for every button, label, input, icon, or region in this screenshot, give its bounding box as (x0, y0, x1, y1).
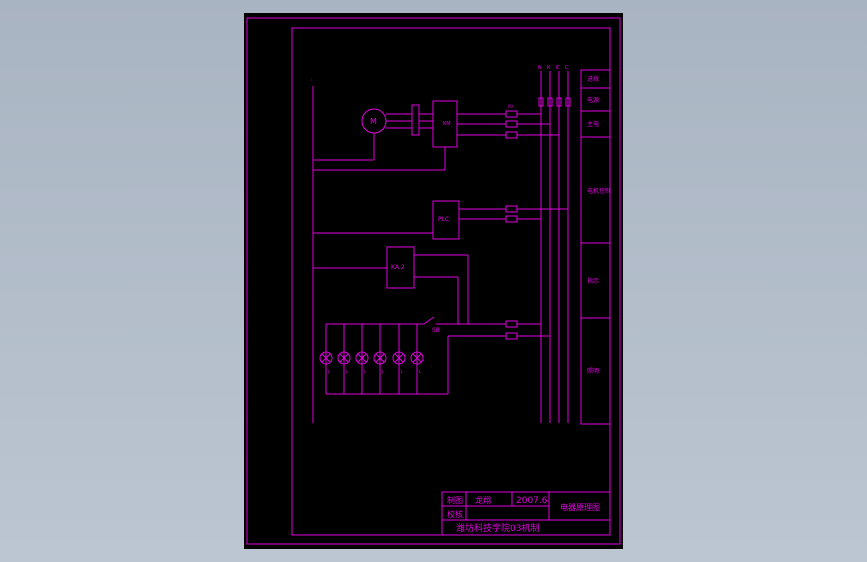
lamp-3: L (355, 324, 369, 394)
relay-label: KA 2 (391, 264, 405, 271)
checked-label: 校核 (447, 509, 463, 519)
lamp-label: L (346, 369, 349, 374)
drawn-label: 制图 (447, 495, 463, 505)
thermal-relay (411, 104, 420, 136)
lamp-label: L (419, 369, 422, 374)
plc-box (432, 200, 460, 240)
bus-label-1: N (538, 65, 542, 71)
relay-section: KA 2 (313, 246, 469, 324)
bus-label-3: K (556, 65, 560, 71)
plc-label: PLC (438, 216, 449, 223)
fuse (505, 110, 518, 118)
lamp-6: L (410, 324, 424, 394)
lamp-section: L L L L L L (319, 324, 448, 395)
column-cell-2: 电源 (587, 96, 599, 104)
motor-label: M (370, 117, 377, 126)
lamp-4: L (373, 324, 387, 394)
plc-section: PLC (313, 200, 568, 240)
svg-text:KM: KM (443, 121, 451, 127)
motor-section: M KM FU (313, 100, 559, 171)
lamp-2: L (337, 324, 351, 394)
lamp-5: L (392, 324, 406, 394)
switch-contact (423, 316, 435, 325)
inner-border (291, 27, 611, 536)
lamp-label: L (382, 369, 385, 374)
school-name: 潍坊科技学院03机制 (456, 522, 539, 534)
lamp-1: L (319, 324, 333, 374)
lamp-label: L (364, 369, 367, 374)
lamp-label: L (401, 369, 404, 374)
right-column: 进线 电源 主电 电机控制 指示 照明 (580, 69, 611, 425)
fuse (505, 120, 518, 128)
left-bus-label: : (311, 77, 313, 83)
fuse-label: FU (508, 104, 513, 109)
column-cell-6: 照明 (587, 368, 599, 375)
drawing-date: 2007.6 (516, 496, 548, 506)
column-cell-1: 进线 (587, 75, 599, 83)
column-cell-5: 指示 (587, 277, 599, 285)
column-cell-4: 电机控制 (587, 187, 611, 195)
bus-label-4: C (565, 65, 569, 71)
title-block: 制图 龙翔 2007.6 校核 电器原理图 潍坊科技学院03机制 (441, 491, 611, 536)
switch-section: SB (326, 316, 550, 394)
column-cell-3: 主电 (587, 120, 599, 128)
right-buses: N K K C (538, 65, 571, 423)
schematic-svg: : N K K C M KM FU (246, 17, 621, 545)
drawing-canvas: : N K K C M KM FU (244, 13, 623, 549)
switch-label: SB (432, 327, 440, 334)
drawn-by: 龙翔 (475, 495, 491, 505)
lamp-label: L (328, 369, 331, 374)
drawing-title: 电器原理图 (560, 502, 600, 512)
fuse (505, 131, 518, 139)
outer-border (246, 17, 621, 545)
bus-label-2: K (547, 65, 551, 71)
